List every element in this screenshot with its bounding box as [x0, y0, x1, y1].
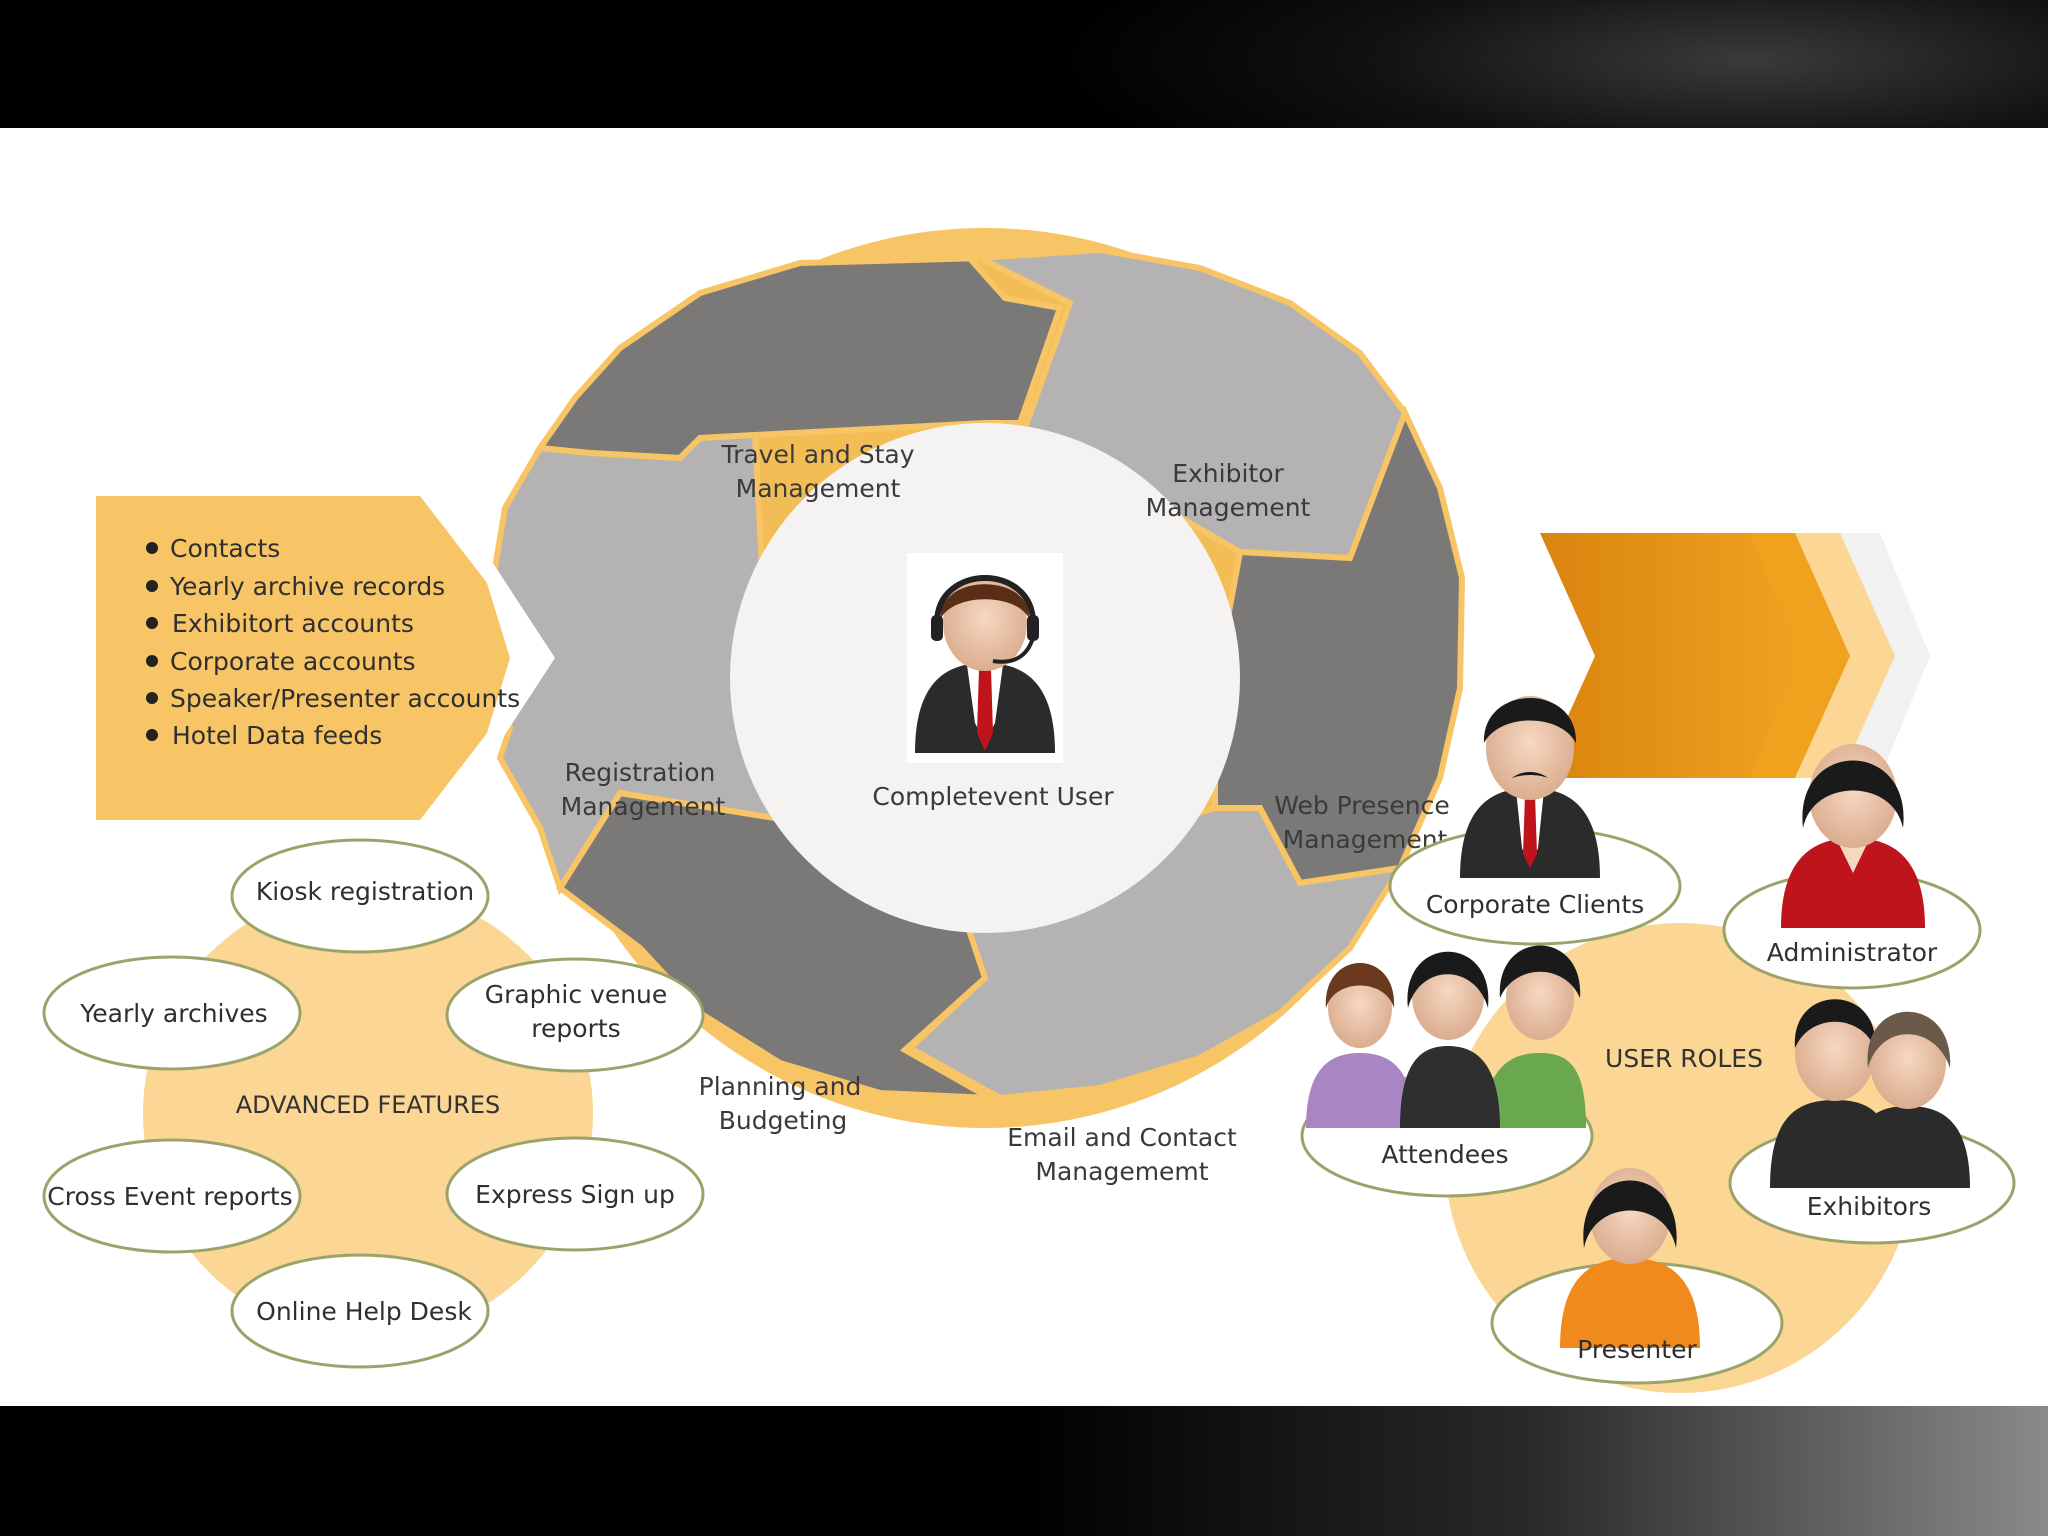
data-source-item: Exhibitort accounts	[172, 609, 414, 638]
role-corporate-clients: Corporate Clients	[1388, 696, 1682, 946]
feature-bubble-kiosk: Kiosk registration	[230, 838, 490, 954]
role-label: Exhibitors	[1807, 1192, 1932, 1221]
feature-label: Express Sign up	[475, 1180, 675, 1209]
role-exhibitors: Exhibitors	[1728, 999, 2016, 1245]
presenter-icon	[1560, 1168, 1700, 1348]
segment-exhibitor-line2: Management	[1146, 493, 1311, 522]
segment-exhibitor-line1: Exhibitor	[1172, 459, 1284, 488]
data-source-item: Yearly archive records	[169, 572, 445, 601]
diagram-canvas: Travel and Stay Management Exhibitor Man…	[0, 128, 2048, 1406]
role-label: Corporate Clients	[1426, 890, 1644, 919]
role-label: Administrator	[1767, 938, 1938, 967]
feature-bubble-express-signup: Express Sign up	[445, 1136, 705, 1252]
role-label: Attendees	[1381, 1140, 1508, 1169]
diagram-svg: Travel and Stay Management Exhibitor Man…	[42, 228, 2016, 1393]
attendees-icon	[1306, 945, 1586, 1128]
data-source-item: Hotel Data feeds	[172, 721, 382, 750]
role-label: Presenter	[1577, 1335, 1697, 1364]
data-sources-list: Contacts Yearly archive records Exhibito…	[146, 534, 520, 750]
data-source-item: Contacts	[170, 534, 280, 563]
segment-travel-line2: Management	[736, 474, 901, 503]
feature-bubble-help-desk: Online Help Desk	[230, 1253, 490, 1369]
segment-web-line1: Web Presence	[1274, 791, 1450, 820]
feature-bubble-graphic-venue: Graphic venue reports	[445, 957, 705, 1073]
feature-label: Kiosk registration	[256, 877, 474, 906]
bottom-black-band	[0, 1406, 2048, 1536]
center-label: Completevent User	[872, 782, 1114, 811]
corporate-client-icon	[1460, 696, 1600, 878]
top-black-band	[0, 0, 2048, 128]
segment-planning-line1: Planning and	[699, 1072, 862, 1101]
segment-planning-line2: Budgeting	[719, 1106, 848, 1135]
feature-label: Yearly archives	[79, 999, 267, 1028]
feature-bubble-cross-event: Cross Event reports	[42, 1138, 302, 1254]
headset-user-icon	[907, 553, 1063, 763]
advanced-features-title: ADVANCED FEATURES	[236, 1091, 501, 1119]
user-roles-chevrons	[1540, 533, 1930, 778]
data-sources-box	[96, 496, 555, 820]
data-source-item: Speaker/Presenter accounts	[170, 684, 520, 713]
role-presenter: Presenter	[1490, 1168, 1784, 1385]
user-roles-title: USER ROLES	[1605, 1044, 1763, 1073]
feature-label: Graphic venue	[485, 980, 668, 1009]
role-administrator: Administrator	[1722, 744, 1982, 990]
feature-bubble-yearly-archives: Yearly archives	[42, 955, 302, 1071]
segment-registration-line2: Management	[561, 792, 726, 821]
administrator-icon	[1781, 744, 1925, 928]
feature-label: Online Help Desk	[256, 1297, 472, 1326]
role-attendees: Attendees	[1300, 945, 1594, 1198]
segment-email-line1: Email and Contact	[1007, 1123, 1237, 1152]
data-source-item: Corporate accounts	[170, 647, 416, 676]
segment-email-line2: Managememt	[1035, 1157, 1208, 1186]
segment-registration-line1: Registration	[565, 758, 716, 787]
exhibitors-icon	[1770, 999, 1970, 1188]
feature-label: Cross Event reports	[47, 1182, 292, 1211]
feature-label: reports	[531, 1014, 620, 1043]
process-wheel	[486, 246, 1466, 1102]
segment-travel-line1: Travel and Stay	[720, 440, 914, 469]
